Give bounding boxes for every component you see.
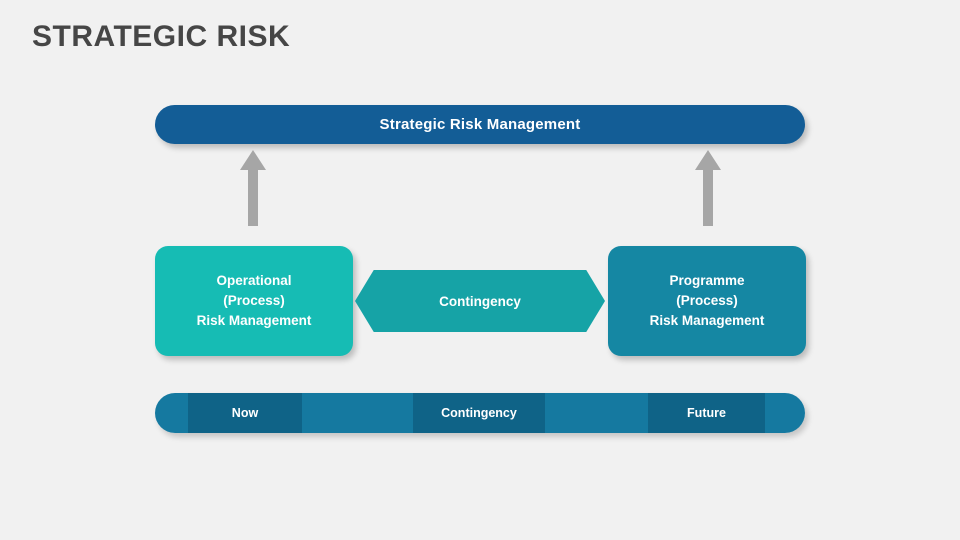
timeline-segment-label: Now <box>231 406 259 420</box>
operational-risk-box[interactable]: Operational (Process) Risk Management <box>155 246 353 356</box>
timeline-bar[interactable]: Now Contingency Future <box>155 393 805 433</box>
arrow-head <box>240 150 266 170</box>
page-title: STRATEGIC RISK <box>32 20 291 53</box>
timeline-segment-spacer <box>765 393 805 433</box>
timeline-segment-label: Future <box>687 406 726 420</box>
contingency-chevron-label: Contingency <box>439 293 521 309</box>
timeline-segment-contingency[interactable]: Contingency <box>413 393 545 433</box>
up-arrow-icon-programme <box>695 150 721 226</box>
contingency-chevron[interactable]: Contingency <box>355 270 605 332</box>
programme-risk-box[interactable]: Programme (Process) Risk Management <box>608 246 806 356</box>
timeline-segment-now[interactable]: Now <box>188 393 302 433</box>
timeline-segment-spacer <box>302 393 413 433</box>
programme-risk-label: Programme (Process) Risk Management <box>649 273 765 328</box>
strategic-risk-management-label: Strategic Risk Management <box>379 116 581 133</box>
operational-risk-label: Operational (Process) Risk Management <box>196 273 312 328</box>
timeline-segment-spacer <box>155 393 188 433</box>
timeline-segment-future[interactable]: Future <box>648 393 765 433</box>
timeline-segment-spacer <box>545 393 648 433</box>
up-arrow-icon-operational <box>240 150 266 226</box>
strategic-risk-management-bar[interactable]: Strategic Risk Management <box>155 105 805 144</box>
arrow-shaft <box>248 169 258 226</box>
timeline-segment-label: Contingency <box>441 406 517 420</box>
arrow-head <box>695 150 721 170</box>
arrow-shaft <box>703 169 713 226</box>
